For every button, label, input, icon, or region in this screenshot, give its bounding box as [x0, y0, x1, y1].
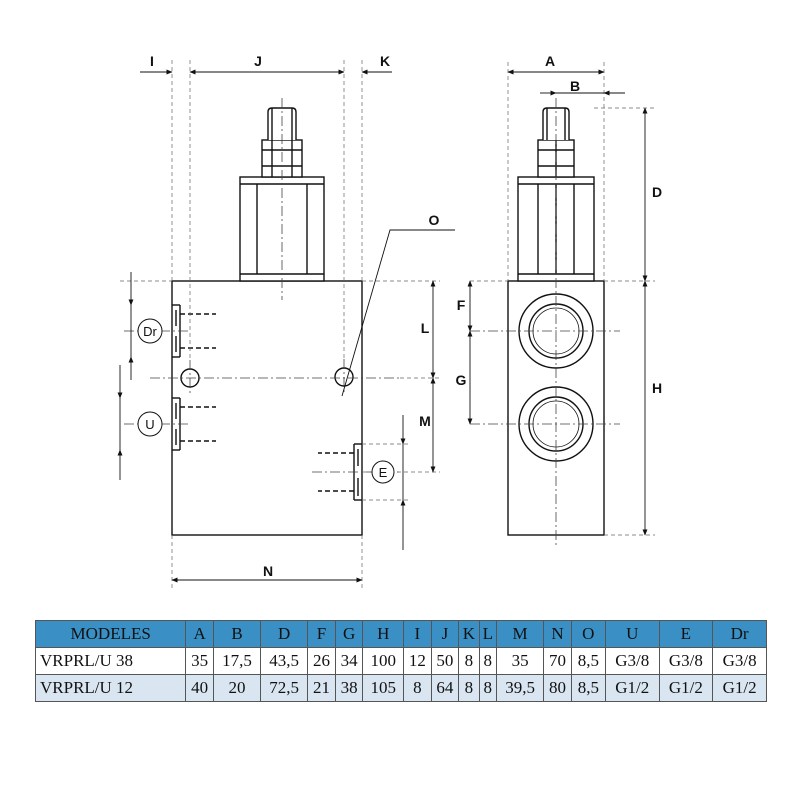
table-header-cell: F — [307, 620, 336, 648]
dim-label-b: B — [570, 78, 580, 94]
callout-label-dr: Dr — [143, 324, 157, 339]
dim-label-i: I — [150, 53, 154, 69]
table-header-cell: M — [496, 620, 545, 648]
table-cell: 20 — [212, 674, 262, 702]
dim-label-m: M — [419, 413, 431, 429]
table-header-cell: H — [362, 620, 405, 648]
dim-label-f: F — [457, 297, 466, 313]
dim-label-a: A — [545, 53, 555, 69]
table-cell: 12 — [403, 647, 432, 675]
front-dimension-lines — [117, 69, 455, 583]
table-cell: G3/8 — [658, 647, 714, 675]
table-cell: 8 — [458, 674, 480, 702]
port-callouts — [137, 318, 395, 484]
table-header-cell: B — [212, 620, 262, 648]
table-cell: 43,5 — [260, 647, 309, 675]
table-header-cell: E — [658, 620, 714, 648]
table-cell: G1/2 — [604, 674, 660, 702]
table-cell: 8 — [478, 674, 498, 702]
side-centerlines — [470, 98, 620, 545]
dim-label-d: D — [652, 184, 662, 200]
valve-technical-drawing: I J K A B D O F G H L M N Dr U E — [117, 53, 662, 590]
callout-label-u: U — [145, 417, 154, 432]
table-header-cell: D — [260, 620, 309, 648]
table-cell: 50 — [430, 647, 460, 675]
table-header-cell: MODELES — [34, 620, 187, 648]
e-callout-circle — [371, 460, 395, 484]
table-header-cell: N — [543, 620, 572, 648]
callout-label-e: E — [379, 465, 388, 480]
table-cell: 38 — [334, 674, 364, 702]
dim-label-g: G — [456, 372, 467, 388]
table-header-cell: K — [458, 620, 480, 648]
side-dimension-lines — [467, 69, 648, 536]
dim-label-l: L — [421, 320, 430, 336]
dim-label-h: H — [652, 380, 662, 396]
table-cell: 34 — [334, 647, 364, 675]
table-cell: 21 — [307, 674, 336, 702]
table-cell: G3/8 — [604, 647, 660, 675]
table-cell: 70 — [543, 647, 572, 675]
table-cell: 8 — [403, 674, 432, 702]
table-header-cell: G — [334, 620, 364, 648]
table-cell: 17,5 — [212, 647, 262, 675]
table-header-cell: I — [403, 620, 432, 648]
table-cell: 64 — [430, 674, 460, 702]
dim-label-o: O — [429, 212, 440, 228]
table-cell: 40 — [185, 674, 214, 702]
dr-callout-circle — [137, 318, 163, 344]
table-cell: 8,5 — [570, 647, 606, 675]
dim-label-n: N — [263, 563, 273, 579]
table-header-cell: Dr — [712, 620, 767, 648]
table-cell: G3/8 — [712, 647, 767, 675]
dim-label-j: J — [254, 53, 262, 69]
model-name-cell: VRPRL/U 38 — [34, 647, 187, 675]
front-extension-lines — [120, 60, 440, 590]
table-cell: 105 — [362, 674, 405, 702]
table-cell: G1/2 — [658, 674, 714, 702]
front-valve-body — [171, 280, 363, 536]
table-cell: 35 — [185, 647, 214, 675]
model-name-cell: VRPRL/U 12 — [34, 674, 187, 702]
table-cell: 26 — [307, 647, 336, 675]
table-header-cell: O — [570, 620, 606, 648]
table-cell: 8 — [478, 647, 498, 675]
table-cell: 35 — [496, 647, 545, 675]
table-cell: 80 — [543, 674, 572, 702]
table-header-cell: U — [604, 620, 660, 648]
front-view — [171, 107, 363, 536]
table-header-cell: J — [430, 620, 460, 648]
table-cell: 8 — [458, 647, 480, 675]
dim-label-k: K — [380, 53, 390, 69]
table-cell: 100 — [362, 647, 405, 675]
table-cell: 72,5 — [260, 674, 309, 702]
table-header-cell: A — [185, 620, 214, 648]
table-header-cell: L — [478, 620, 498, 648]
u-callout-circle — [137, 411, 163, 437]
dimension-labels: I J K A B D O F G H L M N Dr U E — [143, 53, 662, 579]
table-cell: 39,5 — [496, 674, 545, 702]
table-cell: G1/2 — [712, 674, 767, 702]
table-cell: 8,5 — [570, 674, 606, 702]
